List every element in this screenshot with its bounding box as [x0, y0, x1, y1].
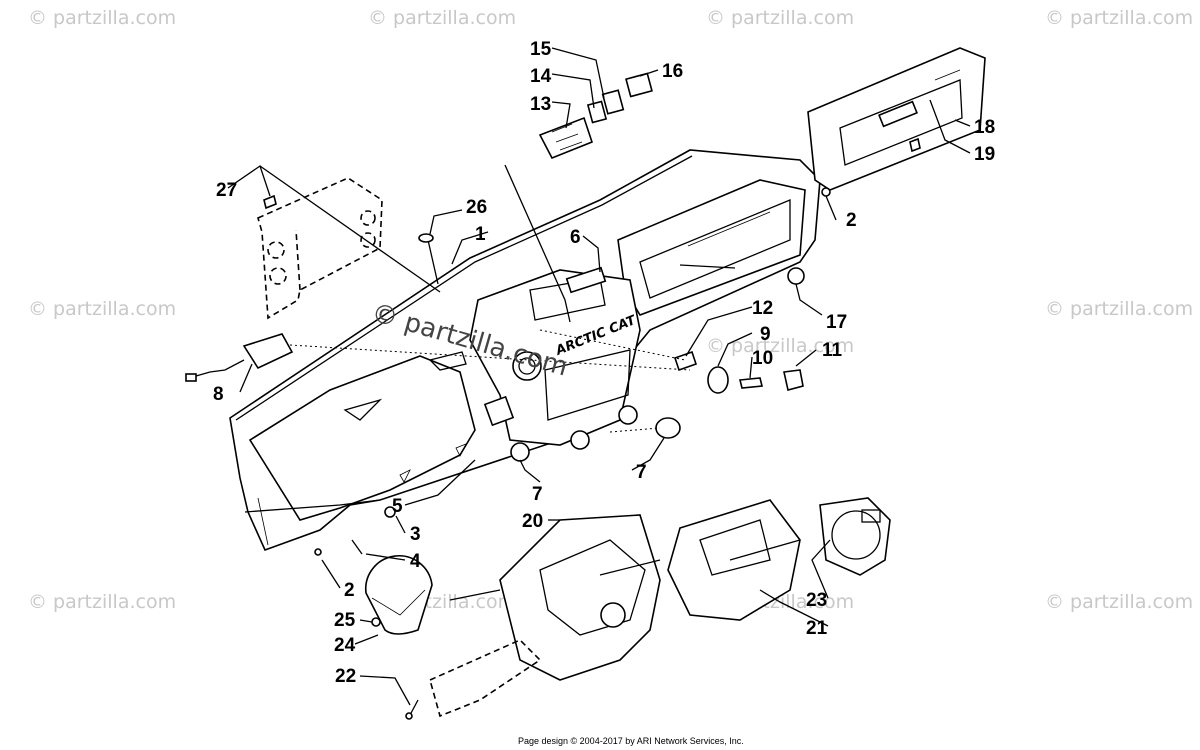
callout-9: 9	[760, 324, 771, 345]
clip-25	[371, 617, 381, 627]
callout-15: 15	[530, 39, 552, 60]
callout-14: 14	[530, 66, 552, 87]
plug-7	[655, 417, 681, 439]
screw-22	[409, 699, 419, 716]
callout-12: 12	[752, 298, 773, 319]
watermark: © partzilla.com	[1045, 298, 1193, 320]
callout-3: 3	[410, 524, 421, 545]
callout-21: 21	[806, 618, 828, 639]
callout-7-lower: 7	[532, 484, 543, 505]
decal-21	[667, 499, 801, 621]
footer-copyright: Page design © 2004-2017 by ARI Network S…	[518, 736, 744, 746]
callout-22: 22	[335, 666, 356, 687]
callout-19: 19	[974, 144, 995, 165]
push-pin-26	[427, 239, 439, 285]
callout-2-lower: 2	[344, 580, 355, 601]
ignition-8	[242, 333, 294, 370]
switch-group-13-16	[538, 72, 653, 160]
screw-3	[384, 506, 396, 518]
bezel-9	[707, 366, 729, 394]
cap-11	[783, 369, 804, 391]
dash-panel-1: ARCTIC CAT	[229, 149, 821, 552]
callout-18: 18	[974, 117, 995, 138]
callout-24: 24	[334, 635, 356, 656]
callout-10: 10	[752, 348, 773, 369]
callout-27: 27	[216, 180, 237, 201]
callout-20: 20	[522, 511, 543, 532]
leader-lines	[227, 47, 971, 706]
knob-17	[787, 267, 805, 285]
callout-4: 4	[410, 551, 421, 572]
callout-6: 6	[570, 227, 581, 248]
callout-11: 11	[822, 340, 843, 361]
callout-2: 2	[846, 210, 857, 231]
callout-8: 8	[213, 384, 224, 405]
pin-12	[673, 350, 698, 372]
watermark: © partzilla.com	[706, 7, 854, 29]
callout-25: 25	[334, 610, 356, 631]
callout-1: 1	[475, 224, 486, 245]
bezel-20	[499, 514, 661, 681]
watermark: © partzilla.com	[28, 298, 176, 320]
instrument-cluster	[364, 497, 891, 720]
watermark: © partzilla.com	[1045, 591, 1193, 613]
callout-7: 7	[636, 462, 647, 483]
callouts: 1 2 2 3 4 5 6 7 7 8 9 10 11 12 13 14 15 …	[213, 39, 995, 687]
callout-23: 23	[806, 590, 827, 611]
watermark: © partzilla.com	[28, 591, 176, 613]
callout-17: 17	[826, 312, 847, 333]
ring-24	[364, 554, 433, 635]
watermark: © partzilla.com	[706, 335, 854, 357]
watermark: © partzilla.com	[28, 7, 176, 29]
callout-13: 13	[530, 94, 551, 115]
watermark: © partzilla.com	[368, 7, 516, 29]
small-parts	[185, 187, 831, 556]
callout-5: 5	[392, 496, 403, 517]
glovebox-lid-18	[807, 47, 986, 191]
key-10	[738, 377, 764, 389]
screw-2b	[314, 548, 322, 556]
screw-4	[351, 539, 363, 555]
screw-2	[821, 187, 831, 197]
callout-16: 16	[662, 61, 683, 82]
bracket-27	[257, 177, 383, 320]
callout-26: 26	[466, 197, 487, 218]
watermark: © partzilla.com	[1045, 7, 1193, 29]
